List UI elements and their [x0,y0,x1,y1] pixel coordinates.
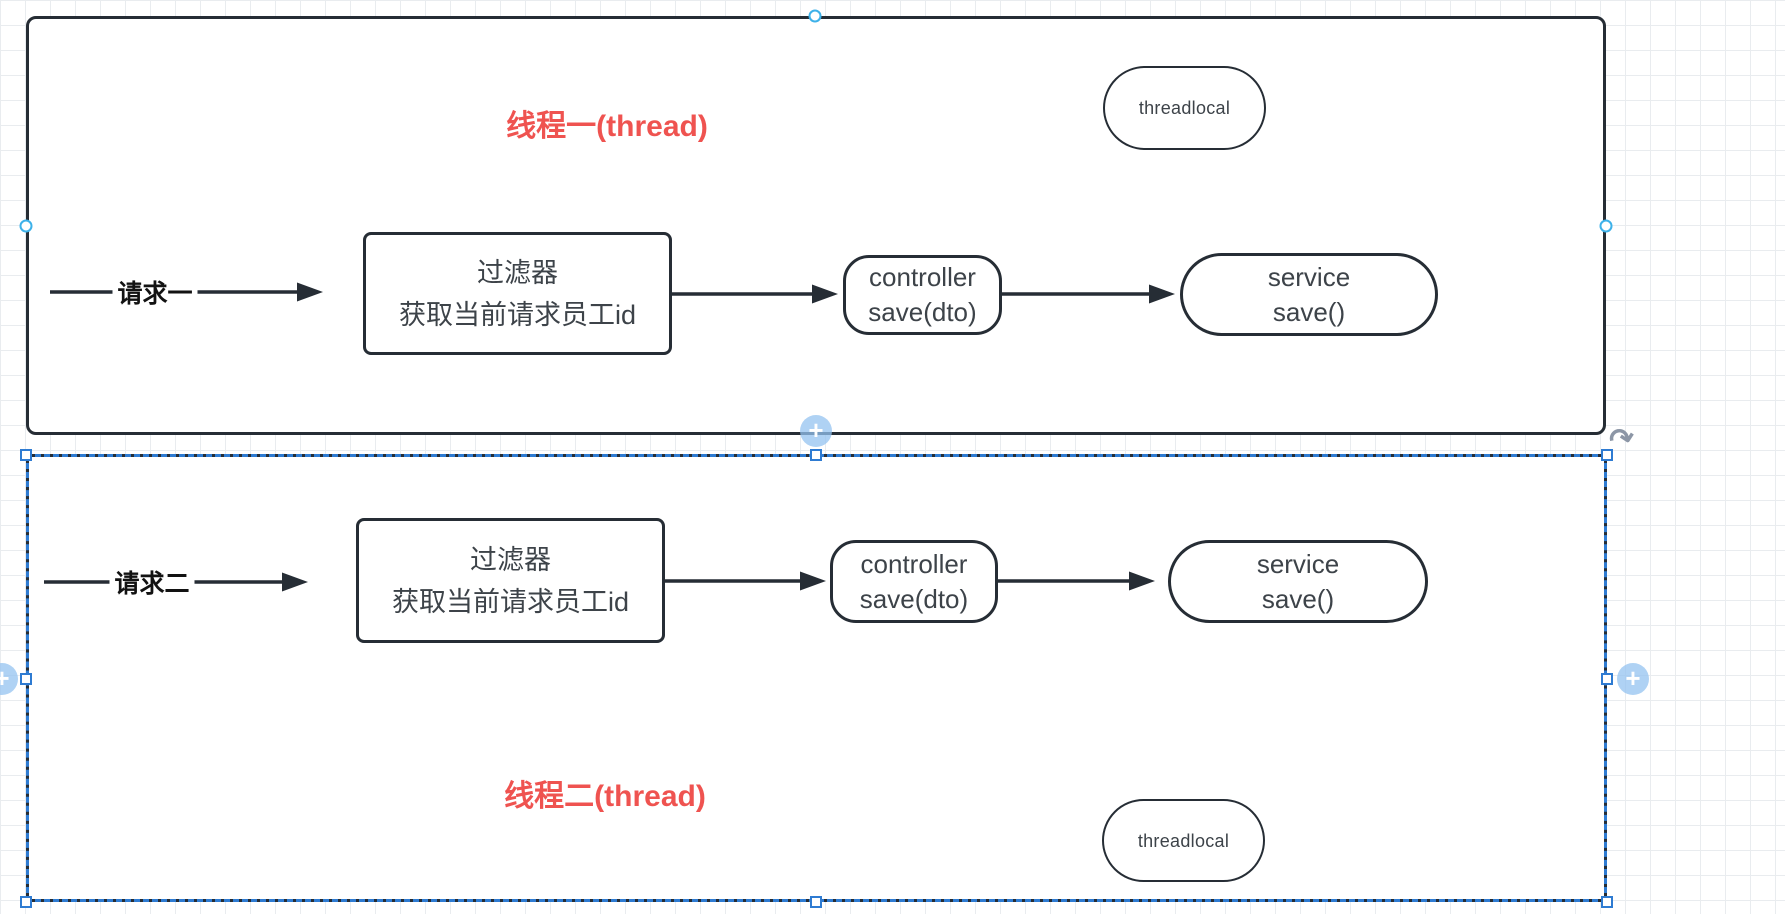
selection-handle-left-middle[interactable] [20,673,32,685]
selection-handle-bottom-center[interactable] [810,896,822,908]
selection-handle-top-left[interactable] [20,449,32,461]
thread1-container[interactable] [26,16,1606,435]
connection-point-right-middle[interactable] [1599,219,1613,233]
thread2-service-box[interactable]: service save() [1168,540,1428,623]
selection-handle-top-right[interactable] [1601,449,1613,461]
threadlocal-label: threadlocal [1137,830,1230,851]
thread2-title[interactable]: 线程二(thread) [504,780,706,813]
filter-box-line1: 过滤器 [477,257,558,288]
selection-handle-right-middle[interactable] [1601,673,1613,685]
thread1-threadlocal-box[interactable]: threadlocal [1103,66,1266,150]
thread2-filter-to-controller-arrow[interactable] [665,571,826,591]
add-hint-left-icon[interactable]: + [0,663,18,695]
thread2-controller-to-service-arrow[interactable] [998,571,1155,591]
thread2-container[interactable] [26,454,1607,902]
connection-point-top-center[interactable] [808,9,822,23]
controller-box-line2: save(dto) [868,297,977,327]
service-box-line1: service [1256,548,1340,579]
add-hint-top-icon[interactable]: + [800,415,832,447]
filter-box-line2: 获取当前请求员工id [391,586,629,617]
service-box-line2: save() [1272,296,1346,327]
selection-handle-top-center[interactable] [810,449,822,461]
selection-handle-bottom-left[interactable] [20,896,32,908]
thread1-filter-box[interactable]: 过滤器 获取当前请求员工id [363,232,672,355]
thread2-threadlocal-box[interactable]: threadlocal [1102,799,1265,882]
selection-handle-bottom-right[interactable] [1601,896,1613,908]
controller-box-line1: controller [860,548,968,579]
rotate-handle-icon[interactable]: ↷ [1606,420,1638,459]
thread2-filter-box[interactable]: 过滤器 获取当前请求员工id [356,518,665,643]
service-box-line2: save() [1261,583,1335,614]
thread1-title[interactable]: 线程一(thread) [506,110,708,143]
filter-box-line1: 过滤器 [470,544,551,575]
filter-box-line2: 获取当前请求员工id [398,299,636,330]
controller-box-line2: save(dto) [859,583,969,614]
thread1-request-label[interactable]: 请求一 [112,274,198,310]
thread2-request-label[interactable]: 请求二 [109,564,195,600]
threadlocal-label: threadlocal [1138,98,1231,118]
thread2-controller-box[interactable]: controller save(dto) [830,540,998,623]
thread1-filter-to-controller-arrow[interactable] [672,284,838,304]
thread1-controller-to-service-arrow[interactable] [1002,284,1175,304]
service-box-line1: service [1267,261,1351,292]
thread1-controller-box[interactable]: controller save(dto) [843,255,1002,335]
connection-point-left-middle[interactable] [19,219,33,233]
thread1-service-box[interactable]: service save() [1180,253,1438,336]
controller-box-line1: controller [869,262,976,292]
add-hint-right-icon[interactable]: + [1617,663,1649,695]
